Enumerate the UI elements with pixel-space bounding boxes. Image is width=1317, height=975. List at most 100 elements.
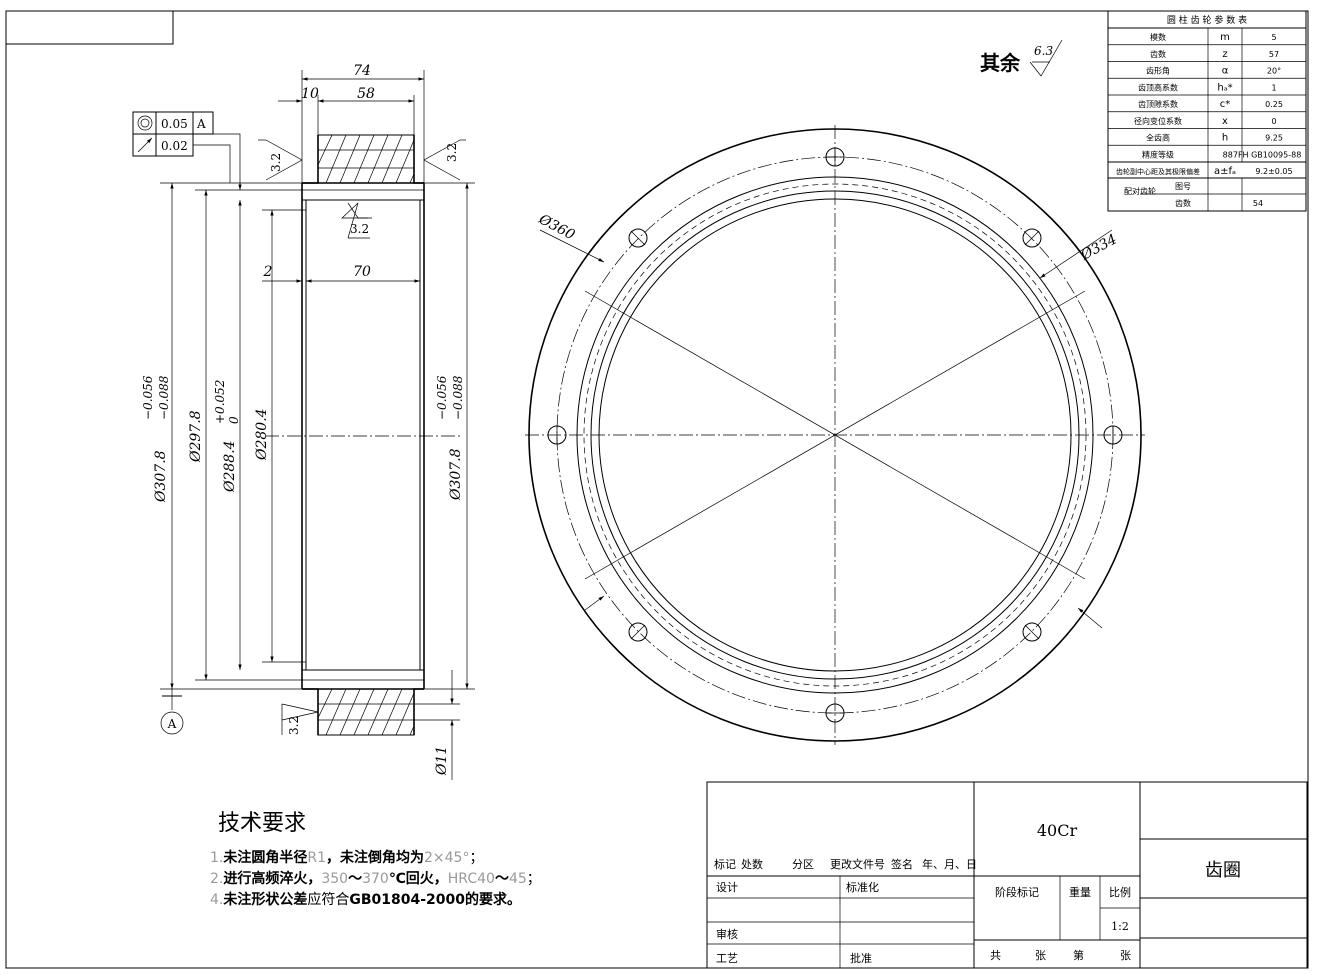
section-view	[265, 134, 460, 736]
label-review: 审核	[716, 927, 738, 941]
gear-param-value: 0.25	[1265, 100, 1283, 109]
bottom-tooth-section	[317, 688, 415, 736]
inner-border	[5, 10, 1309, 969]
scale-value: 1:2	[1111, 920, 1129, 933]
gear-table-title: 圆 柱 齿 轮 参 数 表	[1167, 14, 1247, 26]
mate-gear-label: 配对齿轮	[1124, 186, 1156, 196]
label-weight: 重量	[1069, 885, 1091, 899]
rev-header-5: 年、月、日	[922, 857, 977, 871]
dim-dia-334: Ø334	[1077, 231, 1119, 264]
label-sheet-no: 第	[1073, 948, 1084, 962]
dim-inner-width: 70	[353, 264, 371, 280]
req3-num: 4.	[210, 892, 223, 908]
label-design: 设计	[716, 881, 738, 894]
gear-param-name: 精度等级	[1142, 149, 1174, 159]
gear-param-value: 0	[1271, 117, 1276, 126]
gear-param-name: 齿轮副中心距及其极限偏差	[1116, 167, 1200, 176]
radial-line-2	[584, 290, 1086, 580]
dim-dia-outer-right: Ø307.8	[448, 448, 464, 501]
tol-row1-datum: A	[196, 117, 206, 131]
dim-dia-280: Ø280.4	[254, 408, 270, 461]
dim-dia-360: Ø360	[535, 211, 577, 244]
gear-param-name: 齿形角	[1146, 66, 1170, 76]
gear-param-value: 9.2±0.05	[1255, 167, 1292, 176]
rev-header-3: 更改文件号	[830, 857, 885, 871]
roughness-left-top: 3.2	[269, 153, 283, 172]
gear-param-name: 全齿高	[1146, 133, 1170, 143]
dim-dia-outer-right-tol-up: −0.056	[435, 375, 449, 420]
dim-dia-outer-left-tol-up: −0.056	[141, 375, 155, 420]
part-name: 齿圈	[1205, 860, 1241, 881]
dim-dia-outer-left-tol-low: −0.088	[157, 375, 171, 420]
gear-param-name: 模数	[1150, 32, 1166, 42]
gear-param-symbol: α	[1222, 66, 1229, 77]
gear-param-symbol: a±fₐ	[1214, 166, 1236, 177]
svg-text:2.进行高频淬火，350～370℃回火，HRC40～45；: 2.进行高频淬火，350～370℃回火，HRC40～45；	[210, 870, 541, 887]
rev-header-1: 处数	[741, 858, 763, 871]
datum-a-label: A	[167, 717, 177, 731]
dim-dia-288: Ø288.4	[222, 440, 238, 493]
label-standardize: 标准化	[846, 880, 879, 894]
label-process: 工艺	[716, 952, 738, 965]
tech-title: 技术要求	[218, 811, 306, 836]
dim-inner-offset: 2	[263, 264, 273, 280]
general-roughness: 其余 6.3	[980, 39, 1063, 77]
general-roughness-label: 其余	[980, 51, 1021, 75]
concentricity-icon	[137, 115, 153, 131]
label-scale: 比例	[1109, 885, 1131, 899]
dim-width-total: 74	[353, 63, 371, 79]
roughness-right-top: 3.2	[445, 143, 459, 162]
gear-param-name: 径向变位系数	[1134, 116, 1182, 126]
general-roughness-value: 6.3	[1034, 44, 1053, 58]
dim-dia-outer-right-tol-low: −0.088	[451, 375, 465, 420]
front-view: Ø360 Ø334	[525, 125, 1145, 745]
label-stage-mark: 阶段标记	[995, 885, 1039, 899]
roughness-left-bottom: 3.2	[287, 716, 301, 735]
diameter-dimensions: Ø307.8 −0.056 −0.088 Ø297.8 Ø288.4 +0.05…	[141, 182, 475, 780]
mate-teeth-value: 54	[1253, 199, 1263, 208]
material: 40Cr	[1037, 821, 1078, 840]
gear-param-value: 1	[1271, 83, 1276, 92]
top-tooth-section	[317, 134, 415, 184]
tol-row2-value: 0.02	[161, 139, 188, 153]
gear-param-name: 齿数	[1150, 49, 1166, 59]
label-sheets: 张	[1035, 949, 1046, 962]
gear-param-symbol: x	[1222, 116, 1228, 127]
tech-requirements: 技术要求 1.未注圆角半径R1，未注倒角均为2×45°； 2.进行高频淬火，35…	[210, 811, 541, 908]
mate-drawing-label: 图号	[1175, 182, 1191, 191]
label-approve: 批准	[850, 951, 872, 965]
dim-dia-outer-left: Ø307.8	[153, 450, 169, 503]
gear-param-symbol: hₐ*	[1217, 82, 1232, 93]
roughness-bore: 3.2	[350, 222, 369, 236]
label-sheet-unit: 张	[1120, 949, 1131, 962]
gear-param-name: 齿顶隙系数	[1138, 99, 1178, 109]
label-total: 共	[990, 949, 1001, 962]
dim-dia-288-tol-up: +0.052	[213, 380, 227, 424]
svg-text:4.未注形状公差应符合GB01804-2000的要求。: 4.未注形状公差应符合GB01804-2000的要求。	[210, 891, 521, 908]
gear-param-value: 5	[1271, 33, 1276, 42]
tolerance-frame: 0.05 A 0.02 A	[132, 111, 242, 735]
req1-num: 1.	[210, 850, 223, 866]
gear-param-value: 20°	[1267, 67, 1281, 76]
dim-dia-297: Ø297.8	[188, 410, 204, 463]
datum-a-marker	[160, 711, 184, 735]
runout-icon	[137, 137, 153, 153]
gear-param-value: 887FH GB10095-88	[1223, 150, 1302, 159]
gear-param-name: 齿顶高系数	[1138, 82, 1178, 92]
gear-param-symbol: c*	[1220, 99, 1231, 110]
dim-width-tooth: 58	[357, 86, 375, 102]
dim-dia-288-tol-low: 0	[227, 416, 241, 424]
svg-text:1.未注圆角半径R1，未注倒角均为2×45°；: 1.未注圆角半径R1，未注倒角均为2×45°；	[210, 849, 483, 866]
dim-offset-left: 10	[301, 86, 319, 102]
rev-header-2: 分区	[792, 858, 814, 871]
rev-header-4: 签名	[891, 857, 913, 871]
tol-row1-value: 0.05	[161, 117, 188, 131]
gear-param-symbol: h	[1222, 133, 1228, 144]
gear-param-value: 57	[1269, 50, 1279, 59]
width-dimensions: 74 58 10 2 70	[262, 63, 425, 283]
dim-dia-hole: Ø11	[434, 746, 450, 776]
mate-teeth-label: 齿数	[1175, 198, 1191, 208]
gear-param-value: 9.25	[1265, 134, 1283, 143]
gear-param-symbol: m	[1220, 32, 1230, 43]
